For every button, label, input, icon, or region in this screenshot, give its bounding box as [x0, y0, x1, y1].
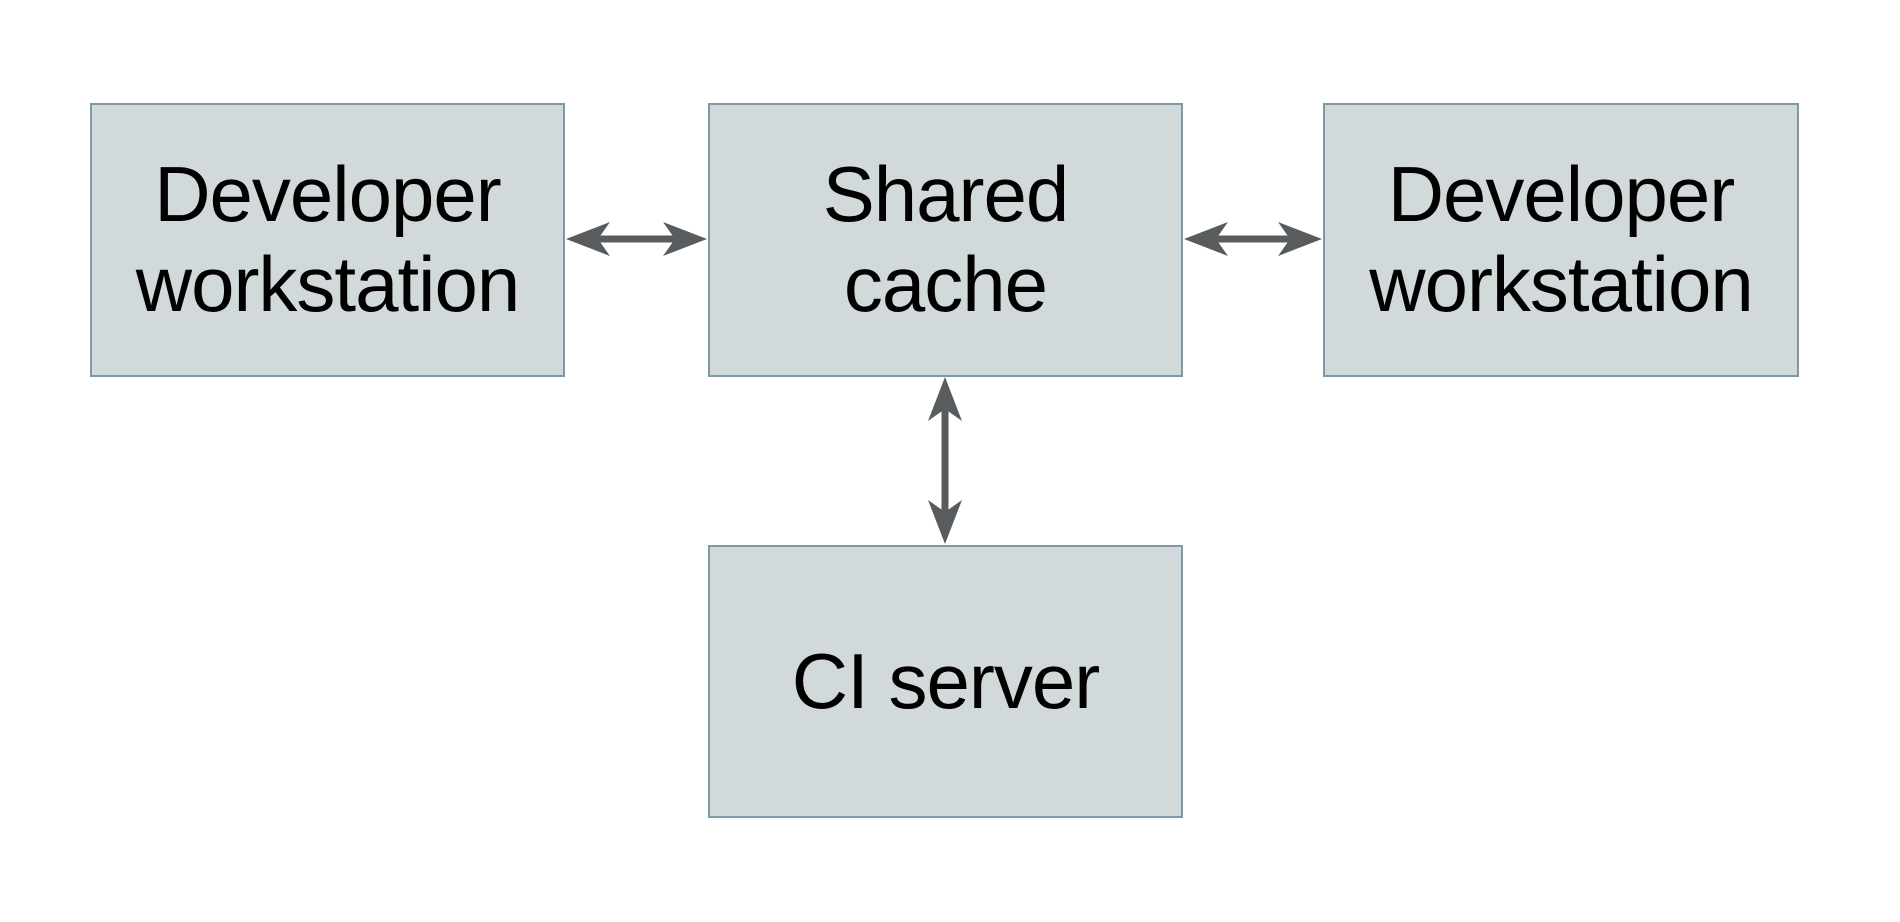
- bidirectional-arrow-cache-workstation-right-icon: [1184, 222, 1322, 256]
- bidirectional-arrow-cache-ci-server-icon: [928, 377, 962, 544]
- node-label-developer-workstation-left: Developer workstation: [135, 150, 520, 328]
- node-label-ci-server: CI server: [791, 636, 1100, 725]
- node-shared-cache: Shared cache: [708, 103, 1183, 377]
- bidirectional-arrow-workstation-left-cache-icon: [566, 222, 707, 256]
- node-label-shared-cache: Shared cache: [822, 150, 1070, 328]
- node-label-developer-workstation-right: Developer workstation: [1369, 150, 1753, 328]
- node-ci-server: CI server: [708, 545, 1183, 818]
- node-developer-workstation-left: Developer workstation: [90, 103, 565, 377]
- node-developer-workstation-right: Developer workstation: [1323, 103, 1799, 377]
